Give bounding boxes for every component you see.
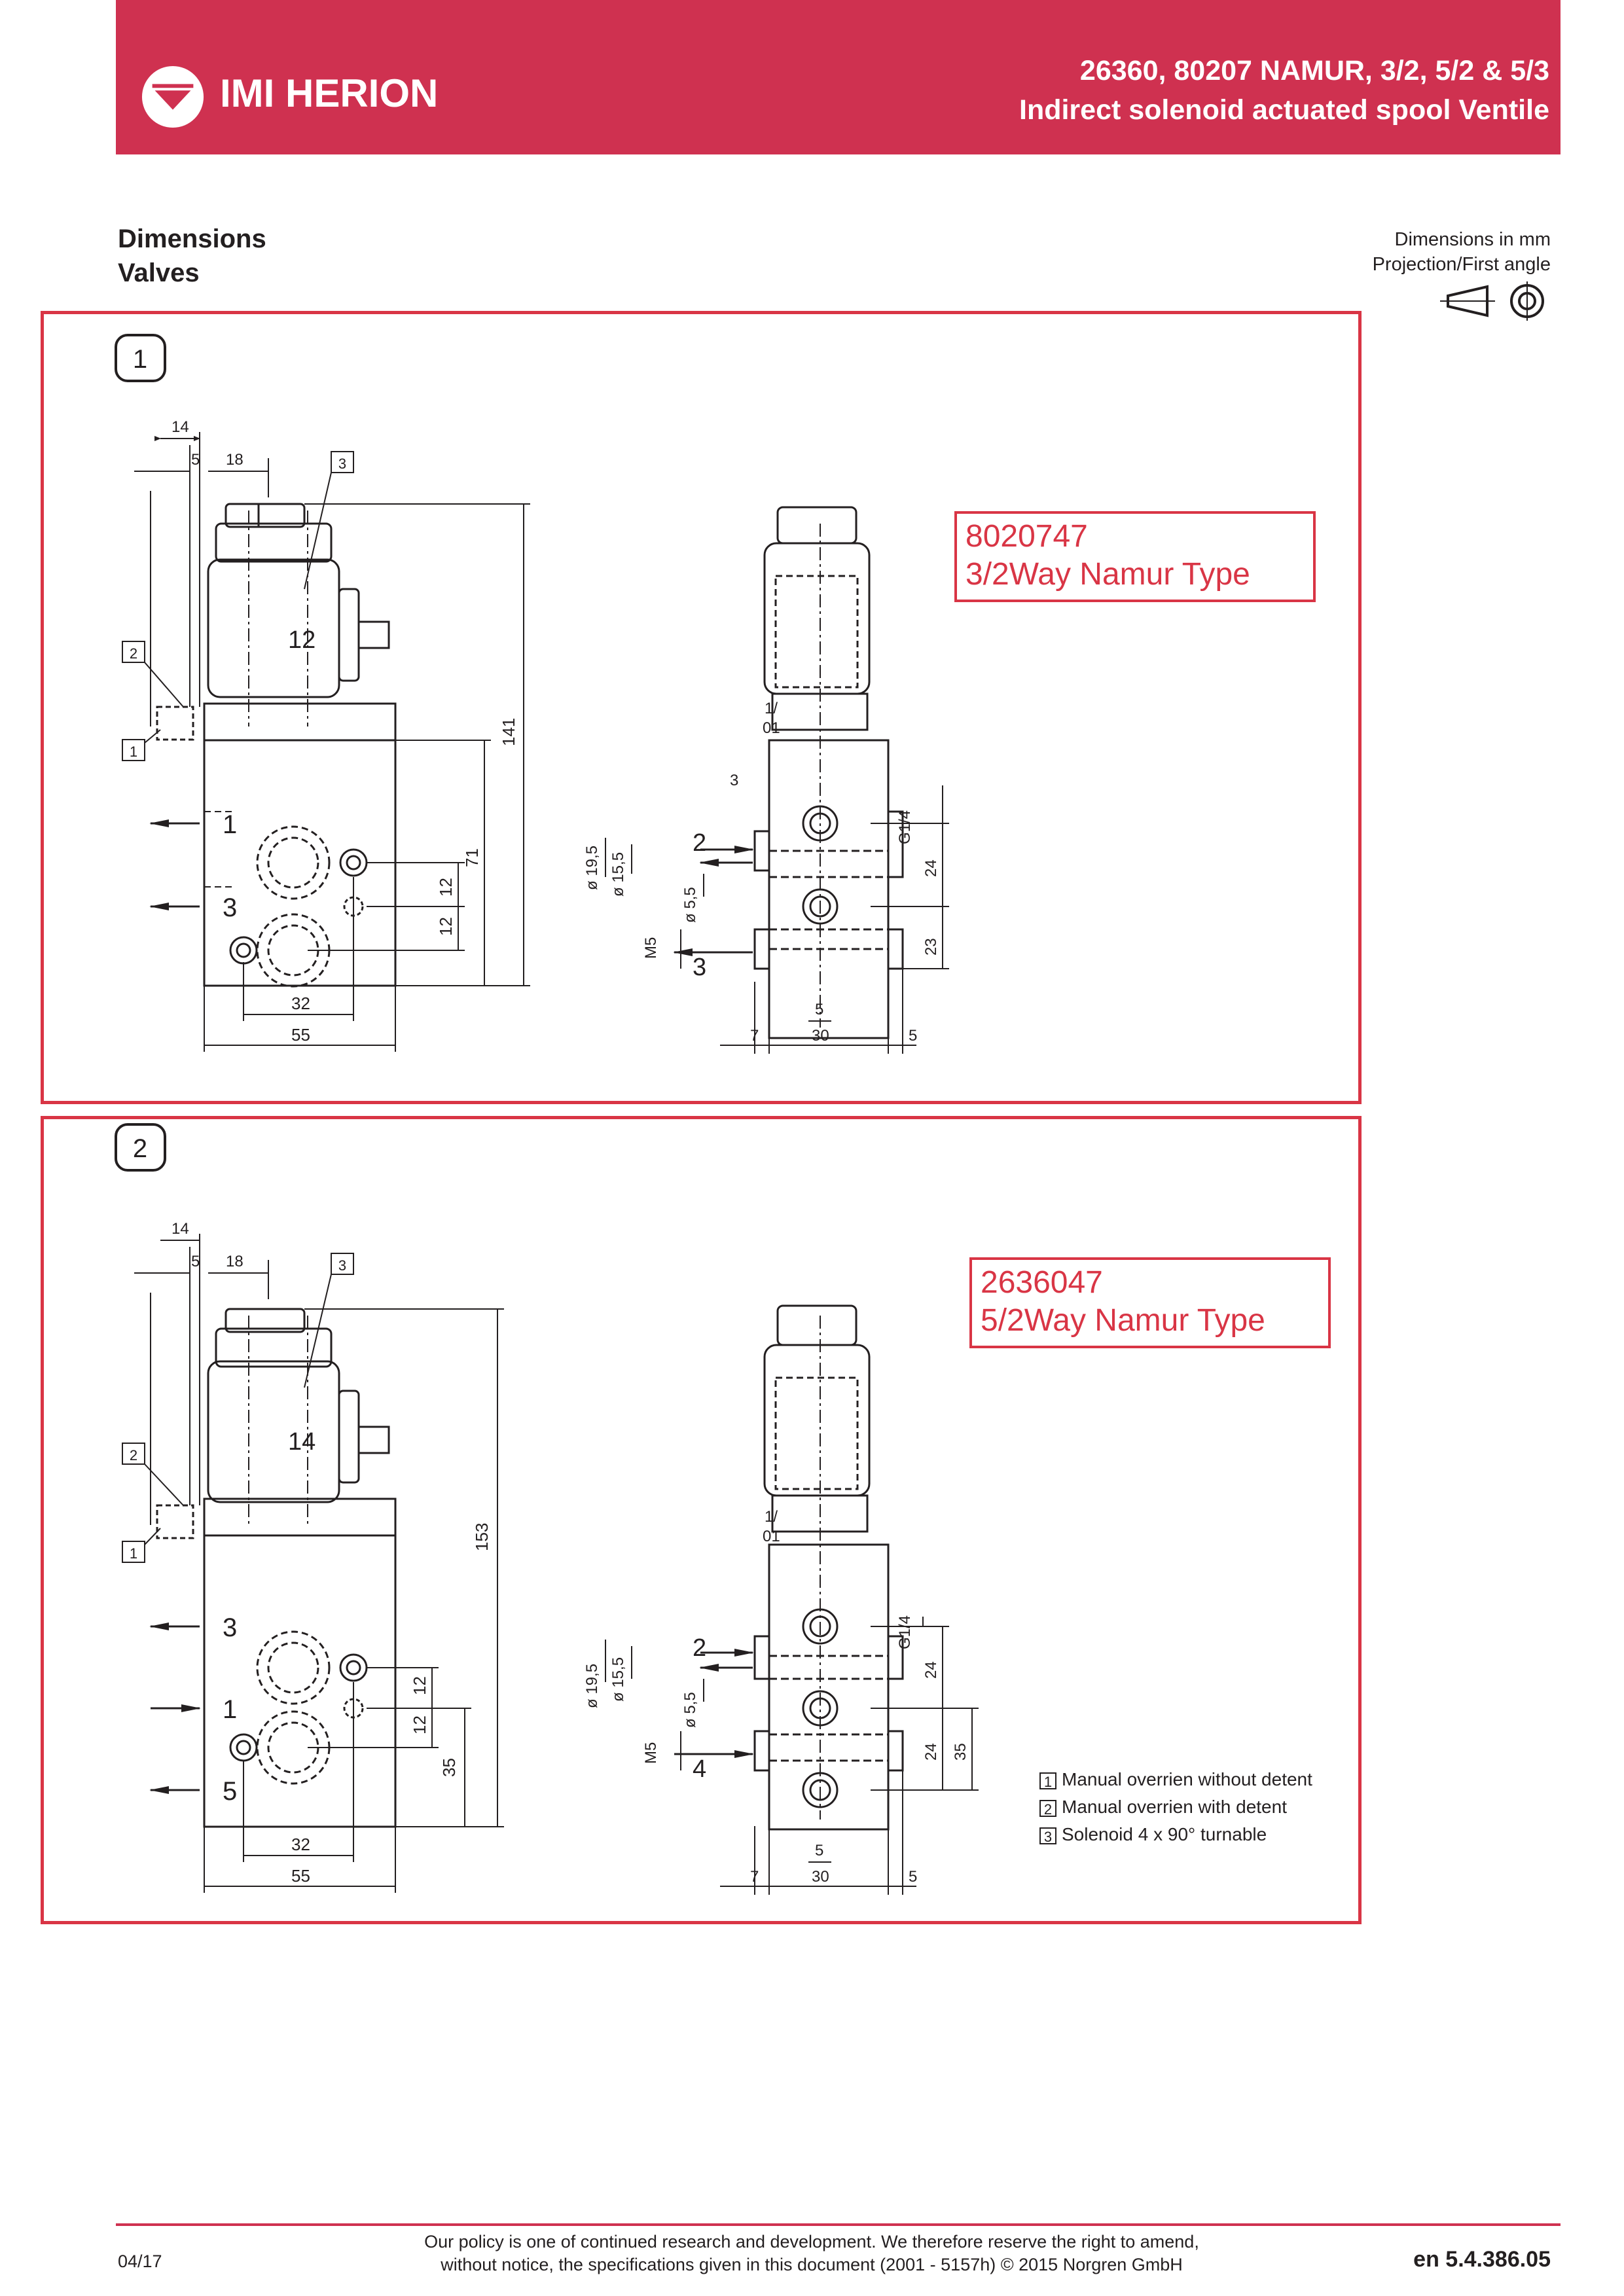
p2-port-3: 3	[223, 1613, 237, 1642]
p2-height-153: 153	[472, 1523, 492, 1551]
legend-text: Manual overrien without detent	[1062, 1769, 1312, 1789]
p2-height-35: 35	[439, 1758, 459, 1777]
p1-side-dia-b: ø 15,5	[609, 852, 627, 897]
p2-dim-5: 5	[191, 1253, 200, 1270]
p1-callout-1: 1	[130, 744, 137, 760]
p2-side-dia-c: ø 5,5	[681, 1692, 699, 1728]
legend-item: 1 Manual overrien without detent	[1039, 1769, 1312, 1790]
page-title-line2: Indirect solenoid actuated spool Ventile	[1019, 94, 1549, 126]
footer-divider	[116, 2223, 1561, 2226]
legend-num: 2	[1039, 1799, 1056, 1818]
footer-doc-code: en 5.4.386.05	[1413, 2247, 1551, 2272]
p1-width-55: 55	[291, 1025, 310, 1045]
p1-port-1: 1	[223, 810, 237, 839]
first-angle-projection-icon	[1440, 281, 1544, 321]
p1-spacing-b: 12	[436, 917, 456, 936]
p2-side-right-b: 24	[922, 1743, 940, 1761]
p2-part-desc: 5/2Way Namur Type	[981, 1303, 1265, 1338]
projection-note: Projection/First angle	[1372, 254, 1551, 275]
footer-policy-line1: Our policy is one of continued research …	[424, 2232, 1199, 2251]
p1-side-thread: G1/4	[896, 810, 914, 844]
legend-text: Solenoid 4 x 90° turnable	[1062, 1824, 1267, 1844]
p1-side-dim-3: 3	[730, 772, 738, 789]
p2-port-1: 1	[223, 1695, 237, 1724]
footer-policy-line2: without notice, the specifications given…	[441, 2255, 1183, 2274]
p2-side-right-a: 24	[922, 1661, 940, 1679]
p2-width-55: 55	[291, 1866, 310, 1886]
p2-side-thread: G1/4	[896, 1615, 914, 1649]
legend-item: 2 Manual overrien with detent	[1039, 1797, 1287, 1818]
p2-spacing-a: 12	[410, 1676, 429, 1695]
p1-spacing-a: 12	[436, 878, 456, 897]
p1-side-top-label2: 01	[763, 719, 780, 737]
p2-dim-18: 18	[226, 1253, 244, 1270]
p1-dim-5: 5	[191, 451, 200, 469]
p1-callout-3: 3	[338, 456, 346, 472]
legend-item: 3 Solenoid 4 x 90° turnable	[1039, 1824, 1267, 1845]
footer-policy: Our policy is one of continued research …	[367, 2231, 1257, 2276]
header-bar	[116, 0, 1561, 154]
panel-1-number: 1	[133, 345, 147, 374]
p1-height-71: 71	[462, 848, 482, 867]
panel-1	[41, 311, 1362, 1104]
page-title-line1: 26360, 80207 NAMUR, 3/2, 5/2 & 5/3	[1079, 55, 1549, 86]
p1-dim-14: 14	[171, 418, 189, 436]
p1-side-port-3: 3	[693, 954, 706, 981]
p1-part-number: 8020747	[965, 519, 1088, 554]
p2-callout-1: 1	[130, 1545, 137, 1562]
p2-side-top-label: 1/	[765, 1508, 778, 1526]
p1-dim-18: 18	[226, 451, 244, 469]
legend-num: 3	[1039, 1827, 1056, 1845]
p2-side-bottom-mid: 30	[812, 1868, 829, 1886]
p2-side-top-label2: 01	[763, 1528, 780, 1545]
p1-side-bottom-small: 5	[815, 1001, 823, 1018]
section-title: Dimensions	[118, 224, 266, 253]
footer-date: 04/17	[118, 2251, 162, 2271]
p2-dim-14: 14	[171, 1220, 189, 1238]
p2-side-bottom-right: 5	[909, 1868, 917, 1886]
p2-callout-2: 2	[130, 1447, 137, 1463]
p1-side-top-label: 1/	[765, 700, 778, 717]
p2-side-thread-small: M5	[642, 1742, 660, 1764]
p2-callout-3: 3	[338, 1257, 346, 1274]
units-note: Dimensions in mm	[1394, 229, 1551, 250]
p1-side-thread-small: M5	[642, 937, 660, 959]
imi-logo-icon	[141, 65, 204, 128]
p1-side-right-a: 24	[922, 859, 940, 877]
p1-side-dia-c: ø 5,5	[681, 887, 699, 923]
p2-width-32: 32	[291, 1835, 310, 1854]
p1-side-bottom-mid: 30	[812, 1027, 829, 1045]
brand-name: IMI HERION	[220, 71, 439, 115]
legend-text: Manual overrien with detent	[1062, 1797, 1287, 1817]
p1-side-dia-a: ø 19,5	[583, 846, 601, 890]
p2-spacing-b: 12	[410, 1715, 429, 1734]
p1-side-port-2: 2	[693, 829, 706, 857]
p2-port-5: 5	[223, 1777, 237, 1806]
p2-side-dia-b: ø 15,5	[609, 1657, 627, 1702]
p2-side-port-2: 2	[693, 1634, 706, 1662]
p2-solenoid-label: 14	[288, 1428, 316, 1456]
p2-side-dia-a: ø 19,5	[583, 1664, 601, 1708]
panel-2	[41, 1116, 1362, 1924]
panel-2-number: 2	[133, 1134, 147, 1163]
p1-side-bottom-right: 5	[909, 1027, 917, 1045]
section-subtitle: Valves	[118, 259, 200, 287]
p1-callout-2: 2	[130, 645, 137, 662]
p2-side-bottom-left: 7	[750, 1868, 759, 1886]
p1-side-right-b: 23	[922, 938, 940, 956]
p2-side-right-c: 35	[952, 1743, 969, 1761]
legend-num: 1	[1039, 1772, 1056, 1790]
p1-width-32: 32	[291, 994, 310, 1013]
p1-solenoid-label: 12	[288, 626, 316, 654]
p1-part-desc: 3/2Way Namur Type	[965, 557, 1250, 592]
p2-part-number: 2636047	[981, 1265, 1103, 1300]
p1-side-bottom-left: 7	[750, 1027, 759, 1045]
p1-port-3: 3	[223, 893, 237, 922]
p1-height-141: 141	[499, 718, 518, 746]
p2-side-bottom-small: 5	[815, 1842, 823, 1859]
p2-side-port-4: 4	[693, 1755, 706, 1783]
